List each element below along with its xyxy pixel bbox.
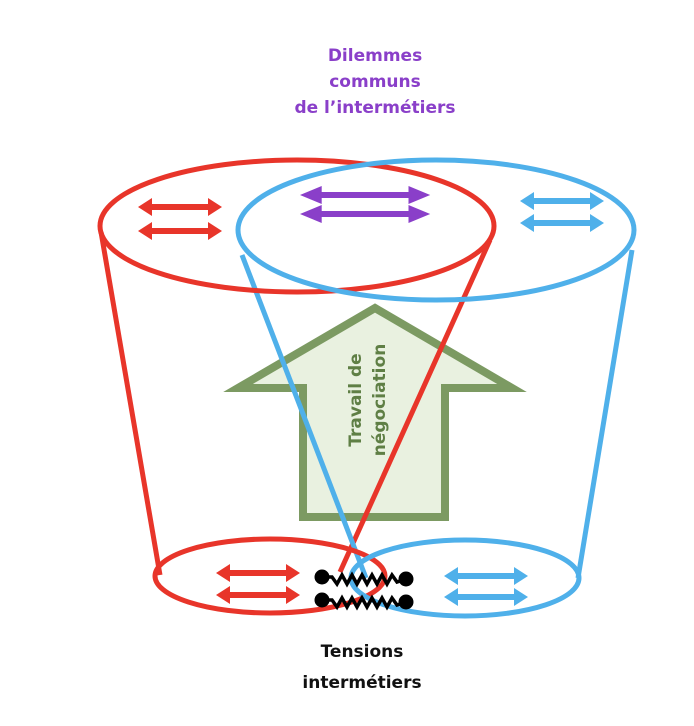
negotiation-arrow-icon (223, 303, 527, 521)
purple-top-arrows-icon (300, 186, 431, 223)
red-top-ellipse (97, 157, 497, 295)
negotiation-label: Travail de négociation (346, 344, 390, 457)
negotiation-line-1: Travail de (346, 353, 366, 446)
bottom-line-2: intermétiers (302, 673, 421, 693)
blue-cone-left-edge (239, 254, 369, 579)
red-bottom-arrows-icon (216, 564, 300, 604)
bottom-line-1: Tensions (321, 642, 404, 662)
blue-top-ellipse (235, 157, 637, 303)
red-cone-left-edge (98, 231, 163, 576)
title-line-2: communs (329, 72, 421, 92)
blue-bottom-arrows-icon (444, 567, 528, 606)
blue-cone-right-edge (575, 249, 635, 579)
red-cone-right-edge (337, 238, 493, 574)
red-top-arrows-icon (138, 198, 222, 240)
red-bottom-ellipse (152, 536, 388, 616)
blue-top-arrows-icon (520, 192, 604, 232)
bottom-label: Tensions intermétiers (302, 642, 421, 693)
tension-springs-icon (314, 569, 414, 611)
title-line-1: Dilemmes (328, 46, 422, 66)
negotiation-line-2: négociation (370, 344, 390, 457)
title-line-3: de l’intermétiers (294, 98, 455, 118)
title-label: Dilemmes communs de l’intermétiers (294, 46, 455, 118)
